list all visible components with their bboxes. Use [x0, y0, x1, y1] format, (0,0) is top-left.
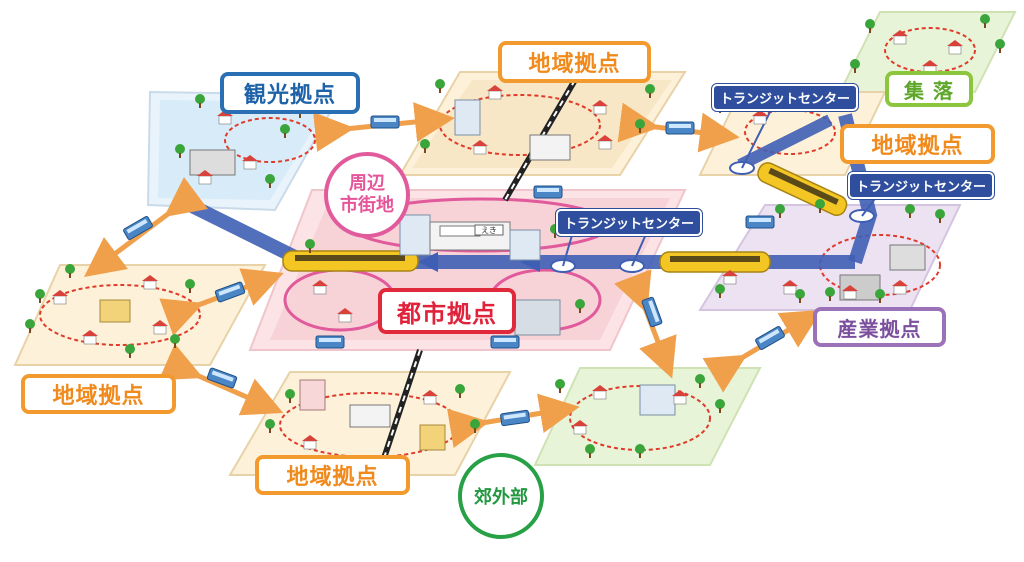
- district-chiiki-left: [13, 264, 267, 366]
- label-kogai: 郊外部: [458, 453, 544, 539]
- station-sign-text: えき: [481, 226, 497, 235]
- station-sign: えき: [474, 224, 504, 236]
- label-chiiki-bottom: 地域拠点: [255, 455, 410, 495]
- train-left: [282, 250, 419, 272]
- transit-center-label-2: トランジットセンター: [848, 172, 995, 199]
- transit-center-label-3: トランジットセンター: [556, 209, 703, 236]
- city-buildings: [99, 99, 926, 451]
- label-chiiki-right: 地域拠点: [840, 124, 995, 164]
- label-shuhen-line1: 周辺: [349, 173, 385, 194]
- label-shuhen-shigaichi: 周辺 市街地: [324, 152, 410, 238]
- label-shuhen-line2: 市街地: [340, 195, 394, 216]
- label-kanko: 観光拠点: [220, 72, 360, 114]
- label-sangyo: 産業拠点: [813, 307, 946, 347]
- label-chiiki-top: 地域拠点: [498, 41, 651, 83]
- district-kogai: [533, 367, 762, 466]
- train-right: [659, 251, 771, 273]
- label-shuraku: 集 落: [885, 71, 973, 107]
- label-toshi: 都市拠点: [378, 288, 516, 334]
- transit-center-label-1: トランジットセンター: [712, 84, 859, 111]
- label-chiiki-left: 地域拠点: [21, 374, 176, 414]
